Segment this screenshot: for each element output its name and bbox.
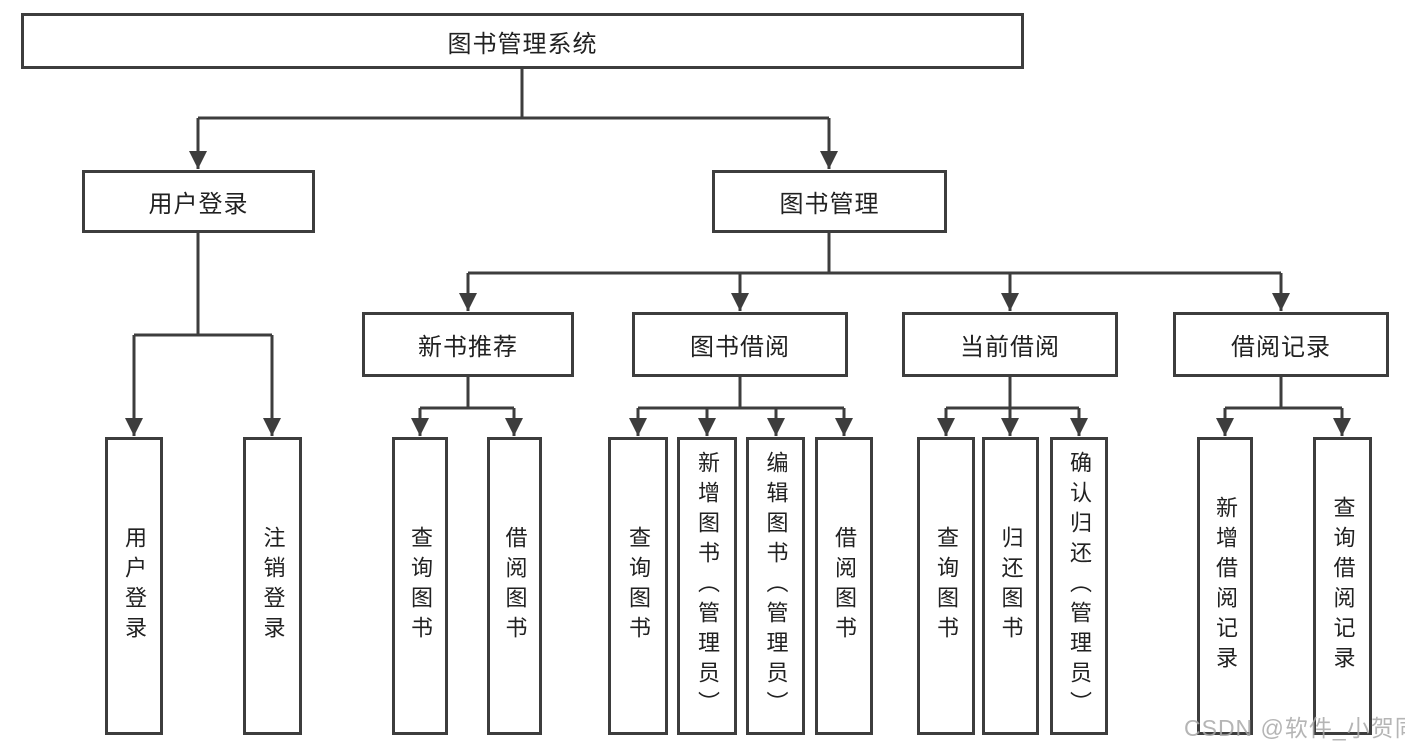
leaf-borrowing-query-books: 查询图书 (608, 437, 668, 735)
leaf-borrowing-edit-books-admin: 编辑图书（管理员） (746, 437, 805, 735)
csdn-watermark: CSDN @软件_小贺同学 (1184, 715, 1405, 741)
leaf-current-return-books: 归还图书 (982, 437, 1039, 735)
leaf-current-confirm-return-admin: 确认归还（管理员） (1050, 437, 1108, 735)
leaf-records-query-record: 查询借阅记录 (1313, 437, 1372, 735)
node-current-borrowing: 当前借阅 (902, 312, 1118, 377)
leaf-label: 借阅图书 (502, 526, 528, 646)
leaf-recommend-query-books: 查询图书 (392, 437, 448, 735)
leaf-label: 新增图书（管理员） (695, 451, 720, 721)
leaf-label: 编辑图书（管理员） (763, 451, 789, 721)
leaf-label: 查询图书 (934, 526, 959, 646)
leaf-label: 用户登录 (122, 526, 147, 646)
node-borrow-records: 借阅记录 (1173, 312, 1389, 377)
leaf-label: 查询图书 (626, 526, 651, 646)
leaf-logout-login: 注销登录 (243, 437, 302, 735)
leaf-label: 注销登录 (260, 526, 286, 646)
leaf-label: 查询图书 (408, 526, 433, 646)
node-book-borrowing: 图书借阅 (632, 312, 848, 377)
leaf-user-login: 用户登录 (105, 437, 163, 735)
node-user-login: 用户登录 (82, 170, 315, 233)
leaf-borrowing-borrow-books: 借阅图书 (815, 437, 873, 735)
leaf-label: 借阅图书 (832, 526, 857, 646)
leaf-recommend-borrow-books: 借阅图书 (487, 437, 542, 735)
node-book-management: 图书管理 (712, 170, 947, 233)
leaf-label: 新增借阅记录 (1213, 496, 1238, 676)
leaf-borrowing-add-books-admin: 新增图书（管理员） (677, 437, 737, 735)
node-new-book-recommend: 新书推荐 (362, 312, 574, 377)
leaf-records-add-record: 新增借阅记录 (1197, 437, 1253, 735)
leaf-label: 确认归还（管理员） (1067, 451, 1092, 721)
leaf-label: 查询借阅记录 (1330, 496, 1356, 676)
leaf-label: 归还图书 (998, 526, 1024, 646)
node-library-system: 图书管理系统 (21, 13, 1024, 69)
leaf-current-query-books: 查询图书 (917, 437, 975, 735)
